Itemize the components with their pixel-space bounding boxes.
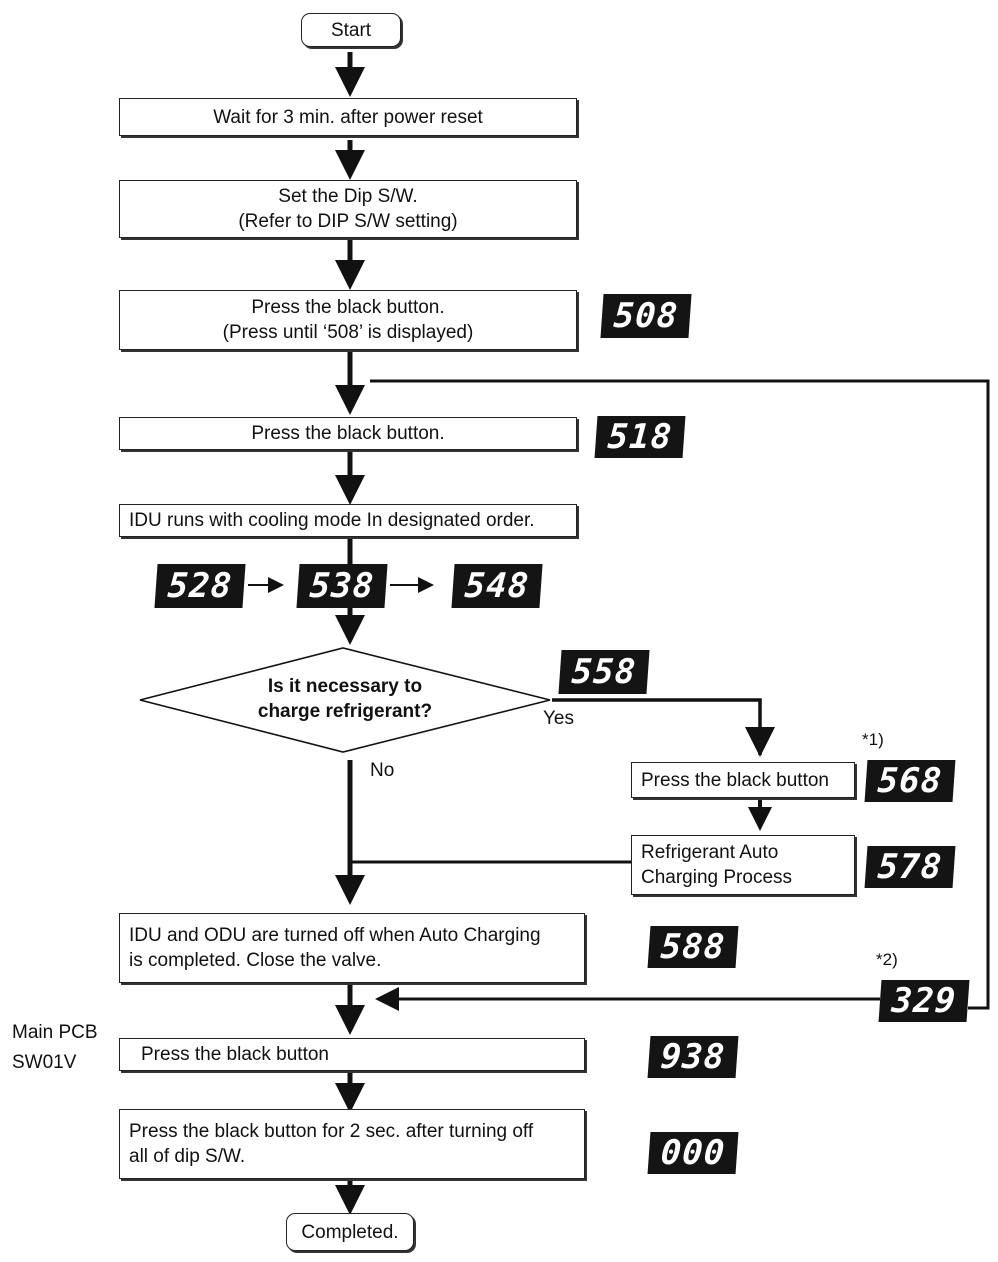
- note-2: *2): [876, 950, 898, 969]
- press-508-step: Press the black button. (Press until ‘50…: [119, 290, 577, 350]
- start-label: Start: [330, 19, 372, 41]
- start-terminal: Start: [301, 13, 401, 47]
- press-2sec-line1: Press the black button for 2 sec. after …: [129, 1121, 534, 1142]
- no-label: No: [370, 760, 395, 781]
- yes-label: Yes: [543, 708, 574, 729]
- wait-label: Wait for 3 min. after power reset: [213, 106, 483, 128]
- decision-diamond: [139, 647, 551, 753]
- refrigerant-line1: Refrigerant Auto: [641, 842, 779, 863]
- display-568: 568: [864, 760, 956, 802]
- decision-text: Is it necessary to charge refrigerant?: [230, 674, 460, 724]
- set-dip-line2: (Refer to DIP S/W setting): [238, 211, 458, 232]
- press-938-step: Press the black button: [119, 1038, 585, 1071]
- decision-line1: Is it necessary to: [267, 676, 423, 697]
- press-508-line2: (Press until ‘508’ is displayed): [222, 322, 474, 343]
- loop-back-line: [370, 379, 990, 1010]
- press-508-line1: Press the black button.: [251, 297, 445, 318]
- display-000: 000: [647, 1132, 739, 1174]
- note-1: *1): [862, 730, 884, 749]
- press-2sec-line2: all of dip S/W.: [129, 1146, 246, 1167]
- display-528: 528: [154, 564, 246, 608]
- press-2sec-step: Press the black button for 2 sec. after …: [119, 1109, 585, 1179]
- display-329: 329: [878, 980, 970, 1022]
- decision-line2: charge refrigerant?: [257, 701, 433, 722]
- sw01v-label: SW01V: [12, 1052, 77, 1073]
- refrigerant-line2: Charging Process: [641, 867, 793, 888]
- set-dip-line1: Set the Dip S/W.: [278, 186, 418, 207]
- idu-runs-step: IDU runs with cooling mode In designated…: [119, 504, 577, 537]
- main-pcb-label: Main PCB: [12, 1022, 98, 1043]
- press-568-step: Press the black button: [631, 762, 855, 798]
- completed-terminal: Completed.: [286, 1213, 414, 1251]
- display-578: 578: [864, 846, 956, 888]
- idu-odu-off-line1: IDU and ODU are turned off when Auto Cha…: [129, 925, 541, 946]
- set-dip-step: Set the Dip S/W. (Refer to DIP S/W setti…: [119, 180, 577, 238]
- idu-odu-off-line2: is completed. Close the valve.: [129, 950, 382, 971]
- press-938-label: Press the black button: [141, 1044, 329, 1065]
- press-518-step: Press the black button.: [119, 417, 577, 450]
- display-518: 518: [594, 416, 686, 458]
- display-558: 558: [558, 650, 650, 694]
- display-548: 548: [451, 564, 543, 608]
- wait-step: Wait for 3 min. after power reset: [119, 98, 577, 136]
- idu-runs-label: IDU runs with cooling mode In designated…: [129, 510, 535, 531]
- idu-odu-off-step: IDU and ODU are turned off when Auto Cha…: [119, 913, 585, 983]
- refrigerant-step: Refrigerant Auto Charging Process: [631, 835, 855, 895]
- yes-branch-line: [552, 698, 762, 755]
- display-508: 508: [600, 294, 692, 338]
- display-588: 588: [647, 926, 739, 968]
- press-568-label: Press the black button: [641, 769, 829, 791]
- display-938: 938: [647, 1036, 739, 1078]
- display-538: 538: [296, 564, 388, 608]
- press-518-label: Press the black button.: [251, 423, 445, 444]
- completed-label: Completed.: [301, 1221, 399, 1243]
